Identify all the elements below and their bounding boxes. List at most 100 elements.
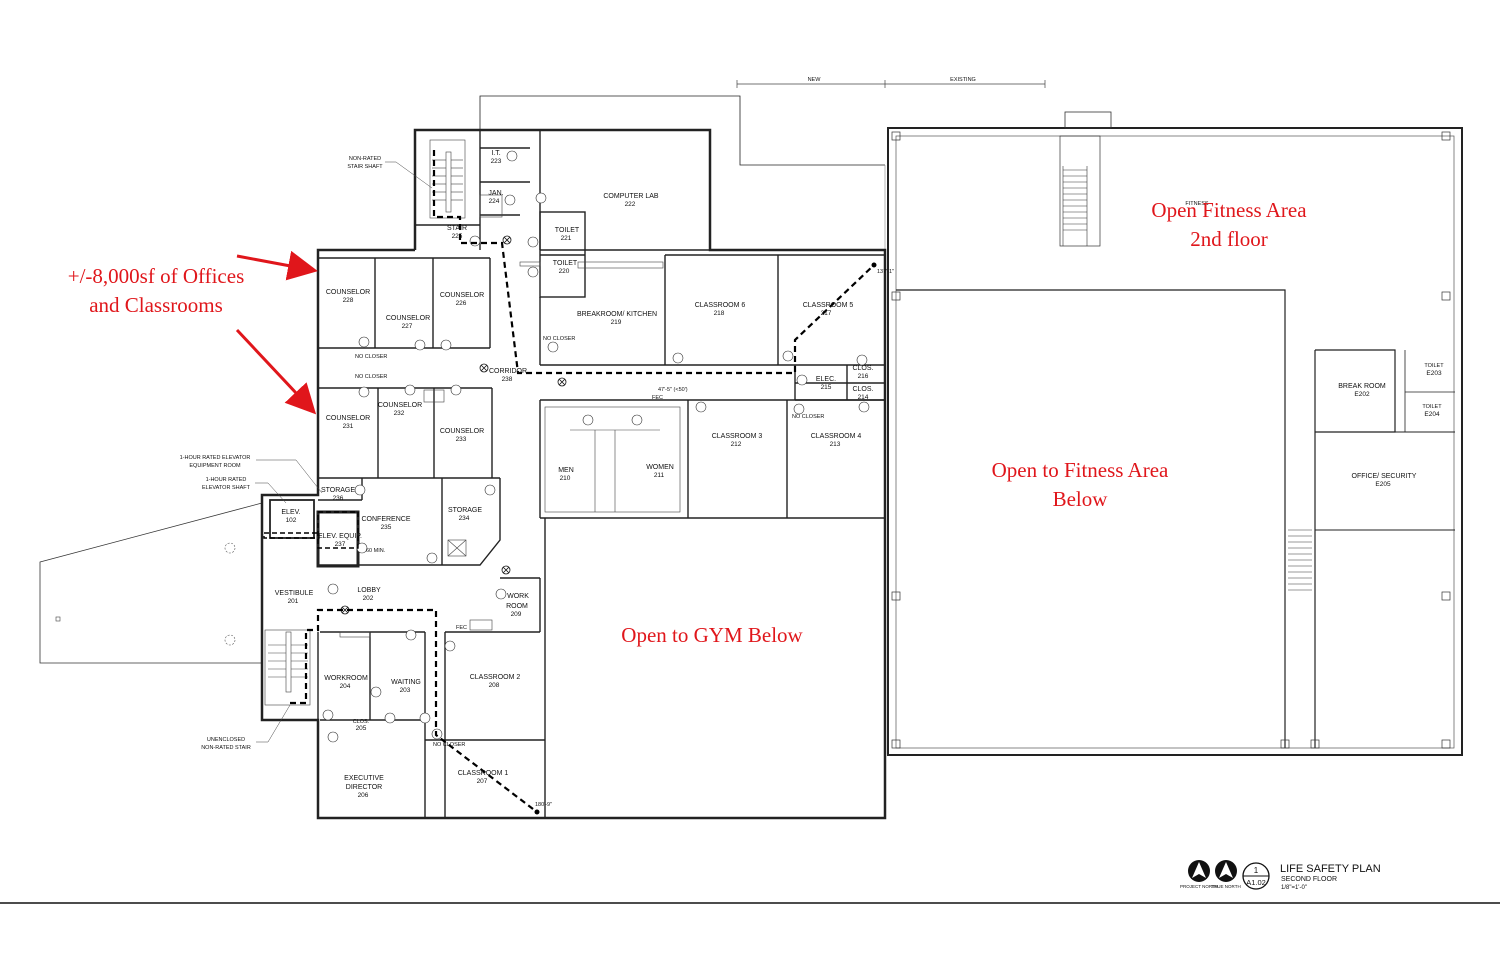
svg-text:CONFERENCE: CONFERENCE <box>361 516 410 523</box>
svg-text:202: 202 <box>363 595 374 602</box>
svg-text:207: 207 <box>477 778 488 785</box>
no-closer-note-2: NO CLOSER <box>355 374 387 380</box>
svg-text:224: 224 <box>489 198 500 205</box>
plan-subtitle: SECOND FLOOR <box>1281 876 1337 883</box>
sheet-number: A1.02 <box>1246 878 1266 887</box>
fitness-below-line1: Open to Fitness Area <box>992 458 1169 482</box>
callout-elev-shaft-2: ELEVATOR SHAFT <box>202 485 251 491</box>
svg-text:JAN.: JAN. <box>488 190 503 197</box>
svg-text:236: 236 <box>333 495 344 502</box>
egress-paths <box>263 150 877 815</box>
svg-text:CLASSROOM 1: CLASSROOM 1 <box>458 770 509 777</box>
plan-title: LIFE SAFETY PLAN <box>1280 863 1381 875</box>
title-block: PROJECT NORTH TRUE NORTH 1 A1.02 LIFE SA… <box>0 860 1500 904</box>
svg-text:232: 232 <box>394 410 405 417</box>
svg-text:235: 235 <box>381 524 392 531</box>
no-closer-note-5: NO CLOSER <box>433 742 465 748</box>
svg-text:214: 214 <box>858 394 869 401</box>
distance-note-2: 47'-5" (<50') <box>658 387 688 393</box>
svg-text:COMPUTER LAB: COMPUTER LAB <box>603 193 659 200</box>
svg-text:228: 228 <box>343 297 354 304</box>
no-closer-note-3: NO CLOSER <box>543 336 575 342</box>
svg-text:WAITING: WAITING <box>391 679 421 686</box>
new-label: NEW <box>808 77 822 83</box>
svg-text:CLASSROOM 6: CLASSROOM 6 <box>695 302 746 309</box>
room-it-223: I.T.223 <box>491 150 502 165</box>
svg-text:WOMEN: WOMEN <box>646 464 674 471</box>
svg-text:CLOS.: CLOS. <box>353 719 370 725</box>
fixtures <box>264 139 681 706</box>
svg-text:ELEC.: ELEC. <box>816 376 836 383</box>
svg-text:COUNSELOR: COUNSELOR <box>326 289 370 296</box>
callout-elev-shaft-1: 1-HOUR RATED <box>206 477 247 483</box>
svg-text:212: 212 <box>731 441 742 448</box>
svg-text:E204: E204 <box>1424 411 1440 418</box>
fitness-2nd-line2: 2nd floor <box>1190 227 1268 251</box>
gym-below-annotation: Open to GYM Below <box>621 623 803 647</box>
project-north-label: PROJECT NORTH <box>1180 884 1218 889</box>
main-building-walls <box>260 128 887 820</box>
svg-text:205: 205 <box>356 725 367 732</box>
svg-text:CLASSROOM 5: CLASSROOM 5 <box>803 302 854 309</box>
svg-text:E203: E203 <box>1426 370 1442 377</box>
red-annotations: +/-8,000sf of Offices and Classrooms Ope… <box>68 198 1308 647</box>
svg-text:STORAGE: STORAGE <box>448 507 482 514</box>
svg-text:CLOS.: CLOS. <box>852 386 873 393</box>
svg-text:210: 210 <box>560 475 571 482</box>
svg-text:TOILET: TOILET <box>1424 363 1444 369</box>
interior-walls <box>269 147 885 818</box>
room-jan-224: JAN.224 <box>488 190 503 205</box>
svg-text:216: 216 <box>858 373 869 380</box>
svg-text:231: 231 <box>343 423 354 430</box>
door-tags <box>322 150 870 743</box>
fec-note-2: FEC <box>456 625 467 631</box>
svg-text:238: 238 <box>502 376 513 383</box>
svg-text:E202: E202 <box>1354 391 1370 398</box>
offices-annotation-line2: and Classrooms <box>89 293 223 317</box>
svg-text:COUNSELOR: COUNSELOR <box>440 292 484 299</box>
svg-text:233: 233 <box>456 436 467 443</box>
svg-text:201: 201 <box>288 598 299 605</box>
svg-text:208: 208 <box>489 682 500 689</box>
left-wing-outline <box>39 502 263 664</box>
svg-text:TOILET: TOILET <box>553 260 578 267</box>
callout-unenclosed-1: UNENCLOSED <box>207 737 245 743</box>
svg-text:I.T.: I.T. <box>491 150 500 157</box>
distance-note-3: 180'-9" <box>535 802 552 808</box>
svg-text:ROOM: ROOM <box>506 603 528 610</box>
new-existing-header: NEW EXISTING <box>736 77 1046 88</box>
svg-text:217: 217 <box>821 310 832 317</box>
true-north-icon <box>1215 860 1237 882</box>
room-clos-205: CLOS.205 <box>353 719 370 732</box>
svg-text:EXECUTIVE: EXECUTIVE <box>344 775 384 782</box>
svg-text:CLASSROOM 2: CLASSROOM 2 <box>470 674 521 681</box>
svg-text:E205: E205 <box>1375 481 1391 488</box>
distance-note-1: 137'-1" <box>877 269 894 275</box>
svg-text:TOILET: TOILET <box>555 227 580 234</box>
svg-text:204: 204 <box>340 683 351 690</box>
roof-outline <box>479 95 886 250</box>
svg-text:OFFICE/ SECURITY: OFFICE/ SECURITY <box>1352 473 1417 480</box>
